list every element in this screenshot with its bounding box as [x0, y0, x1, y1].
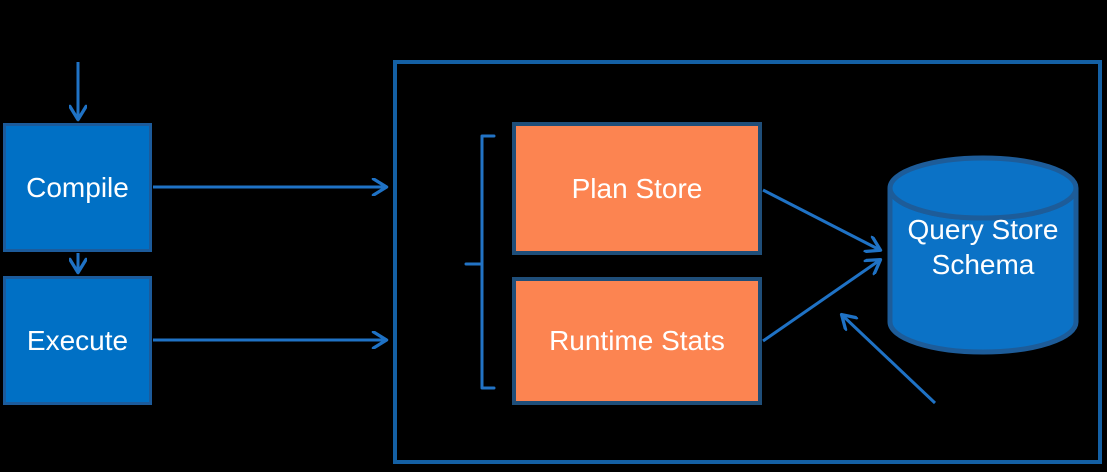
- execute-label: Execute: [26, 324, 129, 356]
- runtime-stats-label: Runtime Stats: [549, 325, 725, 356]
- compile-label: Compile: [26, 171, 129, 203]
- runtime-stats-node: Runtime Stats: [512, 277, 762, 405]
- query-store-container-box: [393, 60, 1102, 464]
- arrow-runtime-stats-to-schema: [762, 260, 880, 343]
- query-store-schema-label: Query Store Schema: [907, 214, 1059, 280]
- plan-store-label: Plan Store: [571, 172, 703, 204]
- annotation-arrow: [842, 315, 937, 405]
- plan-store-node: Plan Store: [512, 122, 762, 255]
- query-store-schema-cylinder-top: [887, 155, 1079, 221]
- compile-node: Compile: [3, 123, 152, 252]
- left-bracket: [464, 134, 496, 390]
- execute-node: Execute: [3, 276, 152, 405]
- arrow-plan-store-to-schema: [762, 188, 880, 250]
